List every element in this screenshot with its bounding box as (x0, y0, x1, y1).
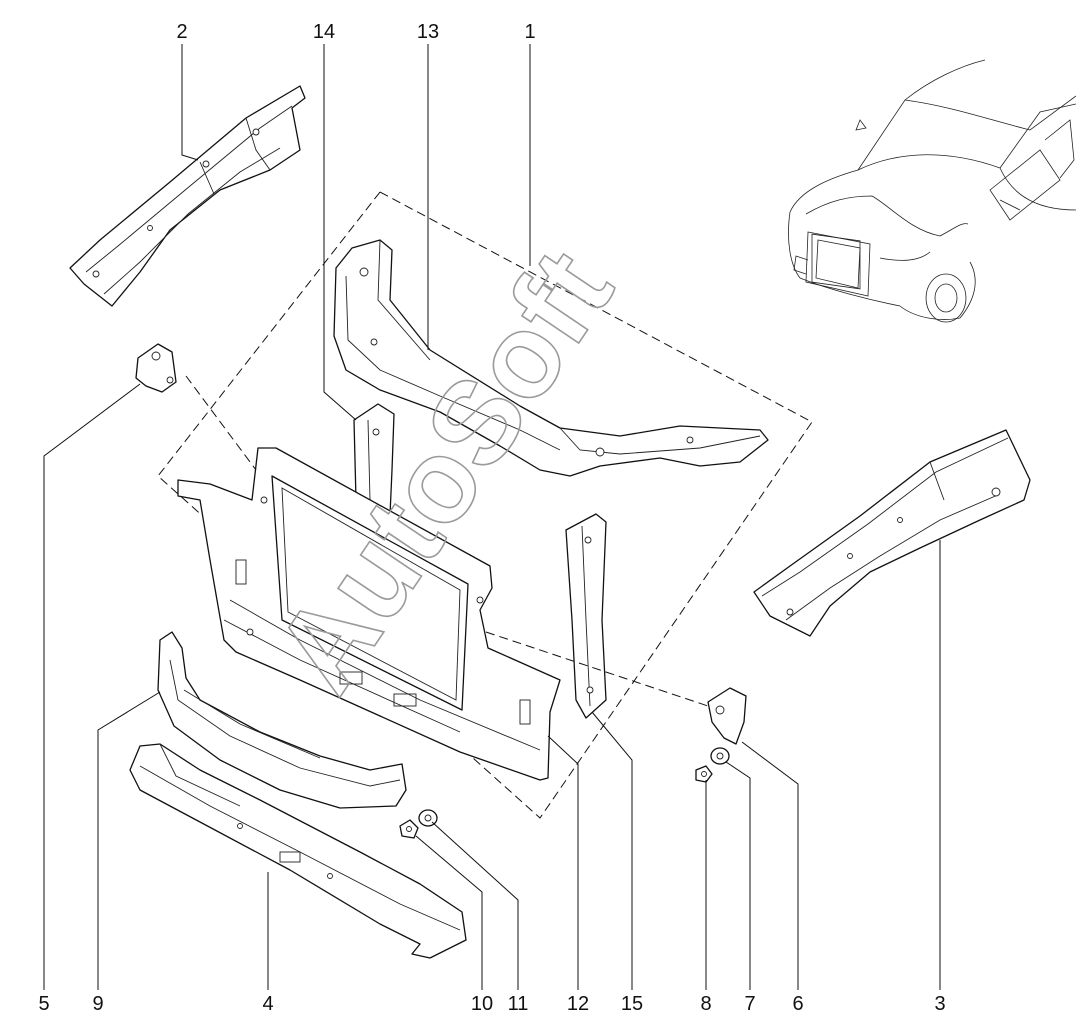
callout-14: 14 (313, 21, 335, 43)
part-4-bottom-beam (129, 743, 467, 959)
callout-9: 9 (92, 993, 103, 1015)
callout-7: 7 (744, 993, 755, 1015)
callout-6: 6 (792, 993, 803, 1015)
callout-12: 12 (567, 993, 589, 1015)
callout-15: 15 (621, 993, 643, 1015)
assembly-line-5 (185, 375, 257, 471)
part-12-front-panel (177, 447, 561, 781)
part-3-side-member-right (753, 429, 1031, 637)
part-8-nut (695, 765, 713, 783)
part-7-washer (710, 747, 730, 765)
callout-8: 8 (700, 993, 711, 1015)
callout-10: 10 (471, 993, 493, 1015)
part-6-bracket (707, 687, 747, 745)
callout-5: 5 (38, 993, 49, 1015)
callout-4: 4 (262, 993, 273, 1015)
callout-2: 2 (176, 21, 187, 43)
car-overview-illustration (788, 59, 1076, 323)
callout-13: 13 (417, 21, 439, 43)
part-15-right-upright (565, 513, 607, 719)
part-9-lower-cross-member (157, 631, 407, 809)
callout-11: 11 (508, 993, 529, 1015)
assembly-outline (157, 191, 813, 819)
part-10-nut (399, 819, 419, 839)
leader-lines (43, 44, 941, 990)
part-5-bracket (135, 343, 177, 393)
callout-1: 1 (524, 21, 535, 43)
assembly-line-6 (485, 631, 709, 707)
part-13-upper-cross-member (333, 239, 769, 477)
callout-3: 3 (934, 993, 945, 1015)
part-2-side-member-left (69, 85, 306, 307)
